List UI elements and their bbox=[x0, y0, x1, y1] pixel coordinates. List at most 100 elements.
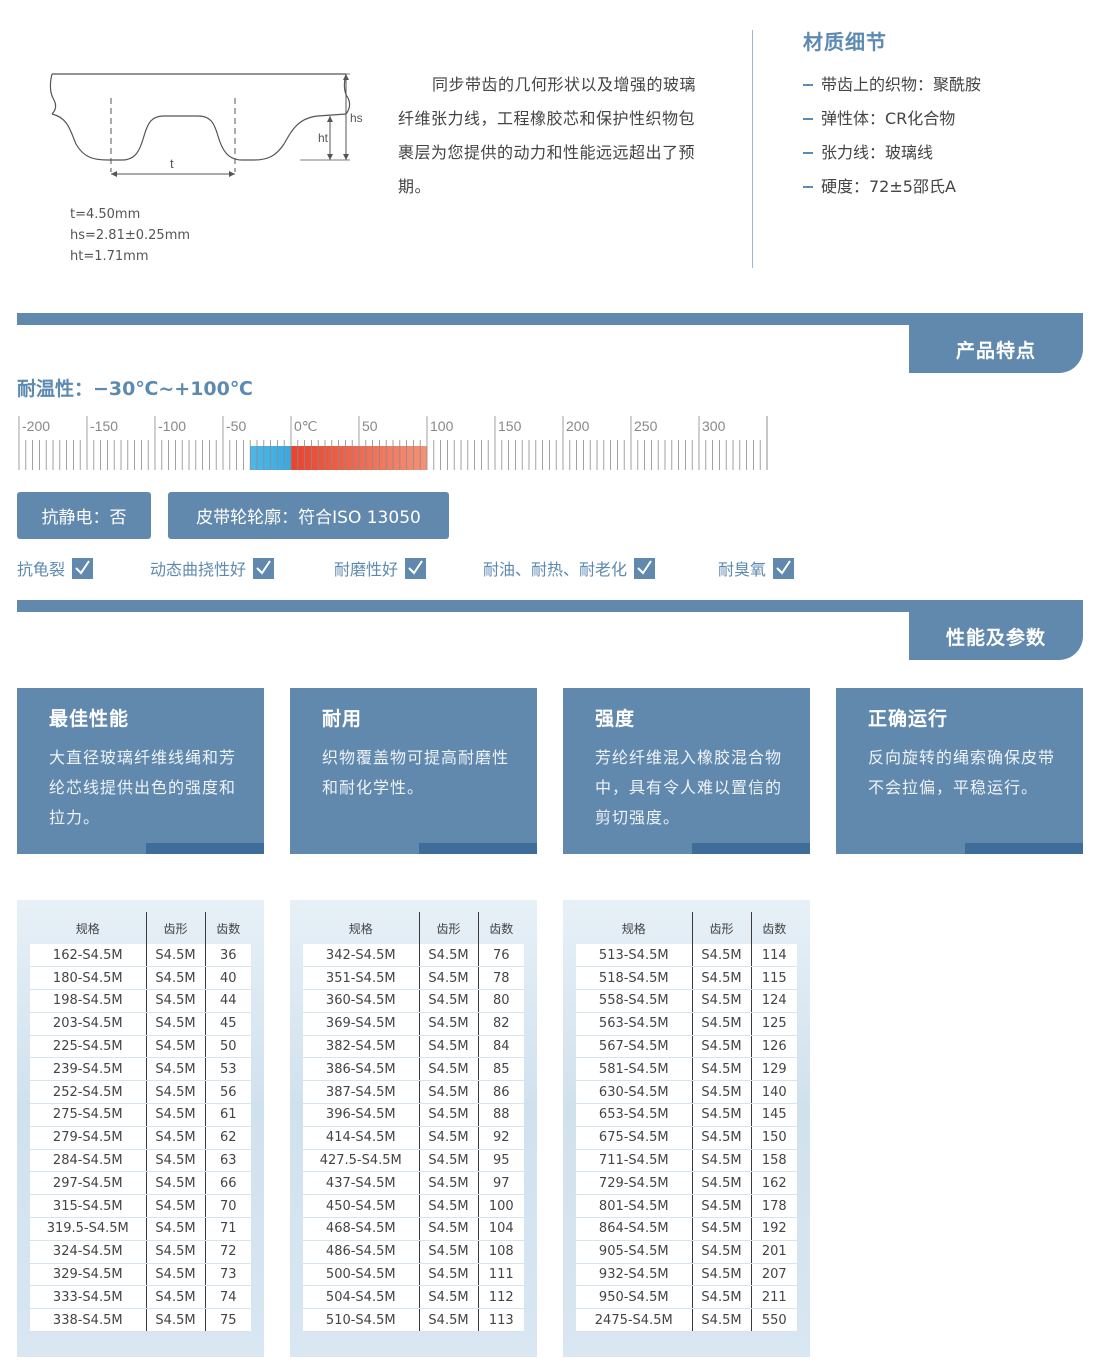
table-cell: 76 bbox=[478, 944, 524, 968]
table-cell: S4.5M bbox=[146, 1035, 206, 1059]
table-cell: 315-S4.5M bbox=[30, 1194, 147, 1219]
table-cell: 386-S4.5M bbox=[303, 1057, 420, 1082]
table-cell: S4.5M bbox=[419, 1149, 479, 1173]
intro-paragraph: 同步带齿的几何形状以及增强的玻璃纤维张力线，工程橡胶芯和保护性织物包裹层为您提供… bbox=[398, 75, 697, 196]
table-cell: S4.5M bbox=[692, 966, 752, 991]
checkmark-icon bbox=[634, 557, 656, 579]
table-cell: 338-S4.5M bbox=[30, 1308, 147, 1333]
table-cell: S4.5M bbox=[146, 1217, 206, 1241]
table-cell: 95 bbox=[478, 1149, 524, 1173]
table-cell: 558-S4.5M bbox=[576, 989, 693, 1013]
table-cell: S4.5M bbox=[692, 1171, 752, 1196]
table-cell: S4.5M bbox=[146, 1149, 206, 1173]
check-item: 耐油、耐热、耐老化 bbox=[483, 556, 656, 580]
table-cell: 80 bbox=[478, 989, 524, 1013]
table-cell: S4.5M bbox=[419, 1035, 479, 1059]
table-cell: 145 bbox=[751, 1103, 797, 1127]
table-cell: 518-S4.5M bbox=[576, 966, 693, 991]
table-cell: S4.5M bbox=[692, 944, 752, 968]
table-cell: 211 bbox=[751, 1285, 797, 1310]
table-cell: S4.5M bbox=[692, 1103, 752, 1127]
tooth-profile-diagram: t hs ht bbox=[49, 73, 363, 177]
table-cell: S4.5M bbox=[419, 944, 479, 968]
table-cell: S4.5M bbox=[692, 1057, 752, 1082]
card-accent-bar bbox=[146, 843, 264, 854]
table-cell: 864-S4.5M bbox=[576, 1217, 693, 1241]
table-cell: S4.5M bbox=[692, 1126, 752, 1150]
dimension-values: t=4.50mm hs=2.81±0.25mm ht=1.71mm bbox=[70, 204, 190, 267]
table-cell: 71 bbox=[205, 1217, 251, 1241]
ht-label: ht bbox=[318, 131, 329, 145]
table-cell: 112 bbox=[478, 1285, 524, 1310]
table-cell: S4.5M bbox=[419, 1240, 479, 1264]
table-cell: 450-S4.5M bbox=[303, 1194, 420, 1219]
table-cell: S4.5M bbox=[419, 1126, 479, 1150]
table-cell: S4.5M bbox=[419, 1080, 479, 1105]
checkmark-icon bbox=[253, 557, 275, 579]
table-cell: S4.5M bbox=[146, 1171, 206, 1196]
table-cell: S4.5M bbox=[692, 1035, 752, 1059]
dash-icon bbox=[803, 118, 813, 120]
table-cell: 427.5-S4.5M bbox=[303, 1149, 420, 1173]
table-cell: 284-S4.5M bbox=[30, 1149, 147, 1173]
section-tab-features: 产品特点 bbox=[909, 325, 1083, 373]
table-cell: 53 bbox=[205, 1057, 251, 1082]
column-header: 规格 bbox=[303, 912, 420, 944]
feature-card-strength: 强度 芳纶纤维混入橡胶混合物中，具有令人难以置信的剪切强度。 bbox=[563, 688, 810, 854]
table-cell: 729-S4.5M bbox=[576, 1171, 693, 1196]
checkmark-icon bbox=[72, 557, 94, 579]
table-cell: S4.5M bbox=[692, 1217, 752, 1241]
tick-label: 50 bbox=[362, 418, 378, 434]
card-text: 反向旋转的绳索确保皮带不会拉偏，平稳运行。 bbox=[868, 748, 1056, 797]
table-cell: 70 bbox=[205, 1194, 251, 1219]
table-cell: 92 bbox=[478, 1126, 524, 1150]
table-cell: 61 bbox=[205, 1103, 251, 1127]
table-cell: S4.5M bbox=[146, 944, 206, 968]
card-title: 耐用 bbox=[322, 708, 363, 730]
table-cell: S4.5M bbox=[419, 1057, 479, 1082]
table-cell: 72 bbox=[205, 1240, 251, 1264]
dash-icon bbox=[803, 186, 813, 188]
tick-label: 300 bbox=[702, 418, 726, 434]
checkmark-icon bbox=[773, 557, 795, 579]
table-cell: 2475-S4.5M bbox=[576, 1308, 693, 1333]
table-cell: S4.5M bbox=[692, 1285, 752, 1310]
table-cell: 297-S4.5M bbox=[30, 1171, 147, 1196]
table-cell: S4.5M bbox=[419, 1217, 479, 1241]
column-header: 齿形 bbox=[146, 912, 206, 944]
table-cell: 40 bbox=[205, 966, 251, 991]
table-cell: S4.5M bbox=[419, 1263, 479, 1287]
feature-card-performance: 最佳性能 大直径玻璃纤维线绳和芳纶芯线提供出色的强度和拉力。 bbox=[17, 688, 264, 854]
check-item: 动态曲挠性好 bbox=[150, 556, 275, 580]
table-cell: 486-S4.5M bbox=[303, 1240, 420, 1264]
tick-label: 250 bbox=[634, 418, 658, 434]
table-cell: S4.5M bbox=[692, 1240, 752, 1264]
material-title: 材质细节 bbox=[803, 30, 887, 54]
table-cell: 180-S4.5M bbox=[30, 966, 147, 991]
table-cell: S4.5M bbox=[692, 1149, 752, 1173]
property-checklist: 抗龟裂 动态曲挠性好 耐磨性好 耐油、耐热、耐老化 耐臭氧 bbox=[17, 556, 817, 580]
table-cell: 50 bbox=[205, 1035, 251, 1059]
column-header: 齿数 bbox=[489, 921, 514, 936]
card-title: 强度 bbox=[595, 708, 636, 730]
table-cell: S4.5M bbox=[419, 966, 479, 991]
table-cell: 387-S4.5M bbox=[303, 1080, 420, 1105]
